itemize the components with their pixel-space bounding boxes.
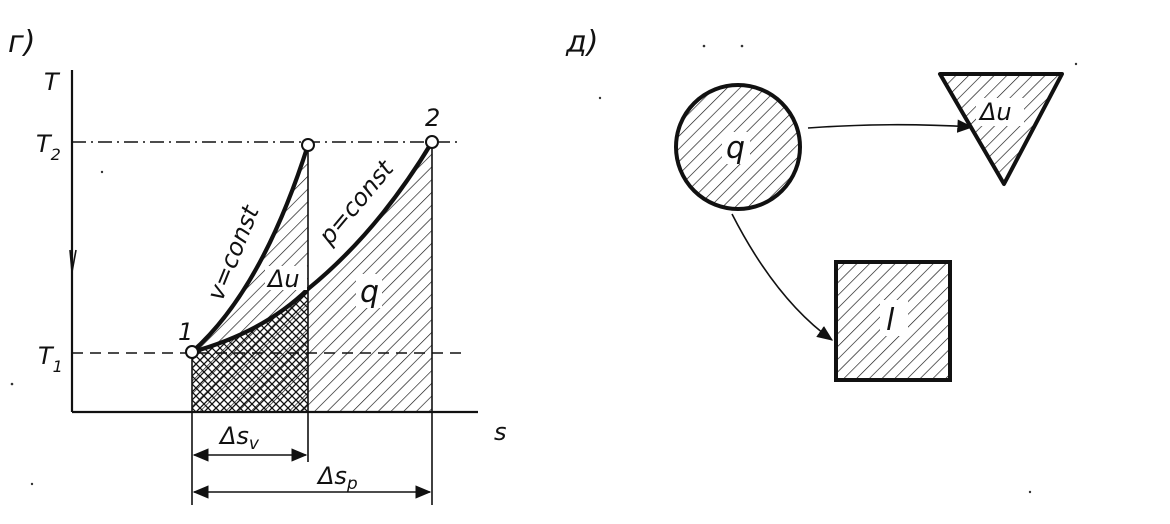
panel-label-g: г) <box>8 25 35 60</box>
point-1 <box>185 345 199 359</box>
energy-balance-panel: д) q Δu l <box>565 25 1064 382</box>
x-axis-label: s <box>494 418 507 446</box>
square-label-bg <box>880 300 908 336</box>
scan-specks <box>10 44 1078 494</box>
delta-u-label-bg <box>265 266 307 290</box>
triangle-label: Δu <box>978 98 1012 126</box>
ts-diagram-panel: г) T s T2 T1 1 2 v=const p=const <box>8 25 507 505</box>
t2-tick-label: T2 <box>36 130 61 164</box>
v-const-curve <box>189 142 311 355</box>
p-const-curve <box>189 139 435 355</box>
internal-energy-triangle <box>938 72 1064 186</box>
circle-to-square-arrow <box>731 213 834 341</box>
square-label: l <box>886 303 895 338</box>
point-1-label: 1 <box>178 318 193 346</box>
q-label-bg <box>356 274 382 308</box>
y-axis-arrow-mark <box>69 249 77 273</box>
q-region-label: q <box>360 275 379 310</box>
ds-v-label: Δsv <box>218 422 260 454</box>
circle-to-triangle-arrow <box>807 119 974 133</box>
y-axis-label: T <box>44 68 61 96</box>
cross-hatched-region <box>192 289 308 412</box>
point-2-label: 2 <box>425 104 440 132</box>
delta-u-label: Δu <box>266 265 300 293</box>
circle-label: q <box>726 131 745 166</box>
ds-p-label: Δsp <box>316 462 358 494</box>
triangle-label-bg <box>976 98 1024 126</box>
point-2 <box>425 135 439 149</box>
delta-u-region <box>192 145 308 352</box>
circle-label-bg <box>722 132 750 164</box>
t1-tick-label: T1 <box>38 342 63 376</box>
panel-label-d: д) <box>565 25 598 60</box>
point-v-end <box>301 138 315 152</box>
